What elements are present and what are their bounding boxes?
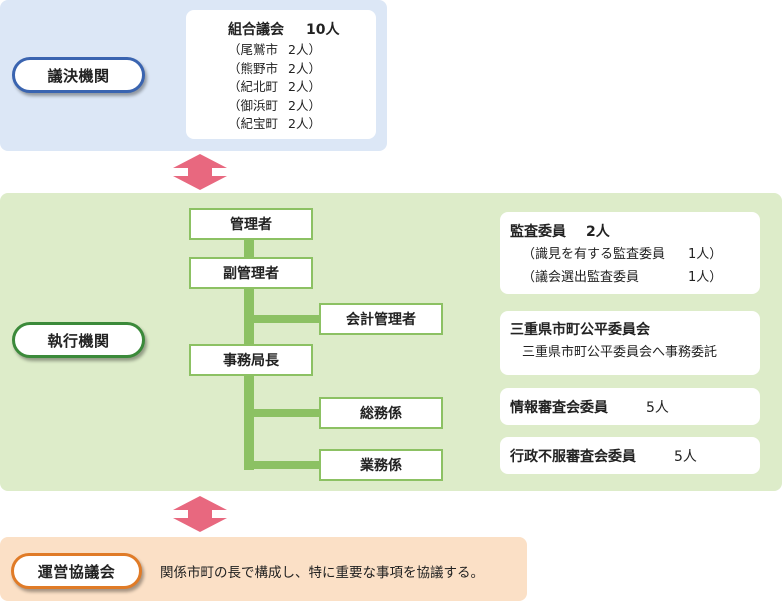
info-review-count: 5人 bbox=[646, 399, 669, 416]
operations-box: 業務係 bbox=[319, 449, 443, 481]
member-count: 2人） bbox=[288, 79, 321, 94]
audit-row: （識見を有する監査委員 1人） bbox=[510, 243, 760, 266]
member-row: （尾鷲市 2人） bbox=[186, 39, 376, 58]
member-count: 2人） bbox=[288, 60, 321, 76]
member-row: （熊野市 2人） bbox=[186, 58, 376, 77]
member-row: （紀北町 2人） bbox=[186, 76, 376, 95]
double-arrow-icon bbox=[173, 154, 227, 190]
member-town: （熊野市 bbox=[228, 60, 279, 76]
member-town: （尾鷲市 bbox=[228, 42, 279, 57]
audit-row-count: 1人） bbox=[688, 247, 723, 262]
council-description: 関係市町の長で構成し、特に重要な事項を協議する。 bbox=[160, 565, 484, 581]
org-connector-line bbox=[254, 461, 319, 469]
org-connector-line bbox=[244, 289, 254, 344]
fair-committee-box: 三重県市町公平委員会 三重県市町公平委員会へ事務委託 bbox=[500, 311, 760, 375]
member-row: （御浜町 2人） bbox=[186, 95, 376, 114]
vice-manager-box: 副管理者 bbox=[189, 257, 313, 289]
member-town: （御浜町 bbox=[228, 97, 279, 113]
info-review-title: 情報審査会委員 bbox=[510, 399, 608, 416]
org-connector-line bbox=[254, 315, 319, 323]
fair-title: 三重県市町公平委員会 bbox=[510, 322, 650, 338]
audit-row-count: 1人） bbox=[688, 270, 723, 285]
executive-label: 執行機関 bbox=[12, 322, 145, 358]
fair-note: 三重県市町公平委員会へ事務委託 bbox=[522, 345, 718, 360]
member-count: 2人） bbox=[288, 116, 321, 131]
assembly-members-box: 組合議会 10人 （尾鷲市 2人） （熊野市 2人） （紀北町 2人） （御浜町… bbox=[186, 10, 376, 139]
secretary-general-box: 事務局長 bbox=[189, 344, 313, 376]
org-connector-line bbox=[244, 240, 254, 257]
audit-row: （議会選出監査委員 1人） bbox=[510, 266, 760, 289]
member-row: （紀宝町 2人） bbox=[186, 113, 376, 132]
audit-title: 監査委員 bbox=[510, 224, 566, 240]
manager-box: 管理者 bbox=[189, 208, 313, 240]
assembly-title: 組合議会 bbox=[228, 22, 284, 38]
audit-row-label: （識見を有する監査委員 bbox=[522, 247, 666, 262]
admin-review-count: 5人 bbox=[674, 448, 697, 465]
assembly-total: 10人 bbox=[306, 22, 340, 38]
member-town: （紀北町 bbox=[228, 79, 279, 94]
org-connector-line bbox=[244, 376, 254, 470]
assembly-title-row: 組合議会 10人 bbox=[186, 19, 376, 39]
org-connector-line bbox=[254, 409, 319, 417]
legislative-label: 議決機関 bbox=[12, 57, 145, 93]
admin-review-title: 行政不服審査会委員 bbox=[510, 448, 636, 465]
member-town: （紀宝町 bbox=[228, 116, 279, 131]
general-affairs-box: 総務係 bbox=[319, 397, 443, 429]
accounting-manager-box: 会計管理者 bbox=[319, 303, 443, 335]
member-count: 2人） bbox=[288, 42, 321, 57]
admin-review-committee-box: 行政不服審査会委員 5人 bbox=[500, 437, 760, 474]
council-label: 運営協議会 bbox=[11, 553, 142, 589]
audit-committee-box: 監査委員 2人 （識見を有する監査委員 1人） （議会選出監査委員 1人） bbox=[500, 212, 760, 294]
double-arrow-icon bbox=[173, 496, 227, 532]
info-review-committee-box: 情報審査会委員 5人 bbox=[500, 388, 760, 425]
audit-count: 2人 bbox=[586, 224, 610, 240]
member-count: 2人） bbox=[288, 97, 321, 113]
audit-row-label: （議会選出監査委員 bbox=[522, 270, 640, 285]
audit-title-row: 監査委員 2人 bbox=[510, 221, 760, 243]
